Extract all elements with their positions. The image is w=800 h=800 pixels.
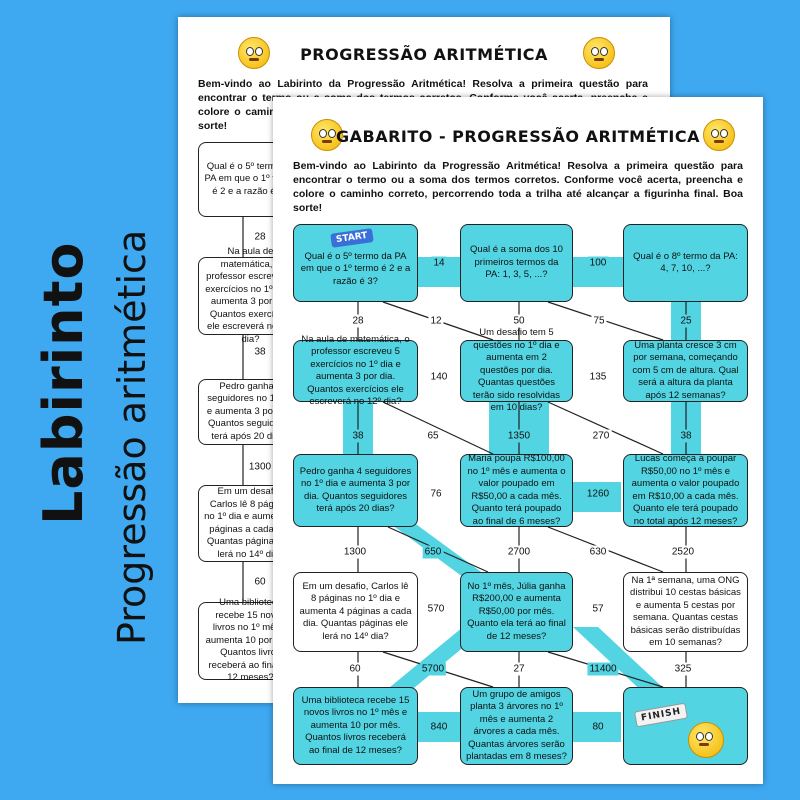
path-label: 27 (511, 662, 527, 676)
path-label: 38 (678, 429, 694, 443)
path-label: 135 (587, 370, 609, 384)
path-label: 76 (428, 487, 444, 501)
path-label: 80 (590, 720, 606, 734)
path-label: 100 (587, 256, 609, 270)
back-path-label: 38 (252, 345, 268, 359)
path-label: 14 (431, 256, 447, 270)
question-box-r3c2: Maria poupa R$100,00 no 1º mês e aumenta… (460, 453, 573, 527)
reading-emoji-icon (703, 119, 735, 151)
path-label: 50 (511, 314, 527, 328)
path-label: 12 (428, 314, 444, 328)
question-box-r1c3: Qual é o 8º termo da PA: 4, 7, 10, ...? (623, 224, 748, 302)
path-label: 840 (428, 720, 450, 734)
path-label: 1300 (341, 545, 369, 559)
path-label: 1350 (505, 429, 533, 443)
front-page-title: GABARITO - PROGRESSÃO ARITMÉTICA (336, 127, 700, 146)
question-box-r5c1: Uma biblioteca recebe 15 novos livros no… (293, 687, 418, 765)
question-box-r1c1: Qual é o 5º termo da PA em que o 1º term… (293, 224, 418, 302)
path-label: 57 (590, 602, 606, 616)
question-box-r2c1: Na aula de matemática, o professor escre… (293, 334, 418, 407)
back-path-label: 1300 (246, 460, 274, 474)
back-path-lines (242, 217, 244, 602)
question-box-r4c1: Em um desafio, Carlos lê 8 páginas no 1º… (293, 572, 418, 652)
back-page-title: PROGRESSÃO ARITMÉTICA (300, 45, 548, 64)
back-path-label: 28 (252, 230, 268, 244)
side-title-sub: Progressão aritmética (110, 229, 154, 645)
path-label: 325 (672, 662, 694, 676)
back-path-label: 60 (252, 575, 268, 589)
thinking-emoji-icon (311, 119, 343, 151)
worksheet-front-answer-key: GABARITO - PROGRESSÃO ARITMÉTICA Bem-vin… (273, 97, 763, 784)
path-label: 5700 (419, 662, 447, 676)
path-label: 25 (678, 314, 694, 328)
path-label: 75 (591, 314, 607, 328)
path-label: 570 (425, 602, 447, 616)
path-label: 630 (587, 545, 609, 559)
side-title-main: Labirinto (32, 241, 95, 525)
question-box-r4c3: Na 1ª semana, uma ONG distribui 10 cesta… (623, 572, 748, 652)
reading-emoji-icon (583, 37, 615, 69)
happy-emoji-icon (688, 722, 724, 758)
path-label: 65 (425, 429, 441, 443)
path-label: 11400 (587, 662, 619, 676)
question-box-r5c2: Um grupo de amigos planta 3 árvores no 1… (460, 687, 573, 765)
front-intro-text: Bem-vindo ao Labirinto da Progressão Ari… (293, 160, 743, 214)
path-label: 650 (422, 545, 444, 559)
question-box-r2c3: Uma planta cresce 3 cm por semana, começ… (623, 340, 748, 402)
question-box-r3c1: Pedro ganha 4 seguidores no 1º dia e aum… (293, 454, 418, 527)
path-label: 2700 (505, 545, 533, 559)
thinking-emoji-icon (238, 37, 270, 69)
path-label: 140 (428, 370, 450, 384)
path-label: 60 (347, 662, 363, 676)
question-box-r3c3: Lucas começa a poupar R$50,00 no 1º mês … (623, 453, 748, 527)
path-label: 1260 (584, 487, 612, 501)
question-box-r4c2: No 1º mês, Júlia ganha R$200,00 e aument… (460, 572, 573, 652)
path-label: 28 (350, 314, 366, 328)
question-box-r1c2: Qual é a soma dos 10 primeiros termos da… (460, 224, 573, 302)
question-box-r2c2: Um desafio tem 5 questões no 1º dia e au… (460, 327, 573, 413)
path-label: 2520 (669, 545, 697, 559)
path-label: 38 (350, 429, 366, 443)
path-label: 270 (590, 429, 612, 443)
